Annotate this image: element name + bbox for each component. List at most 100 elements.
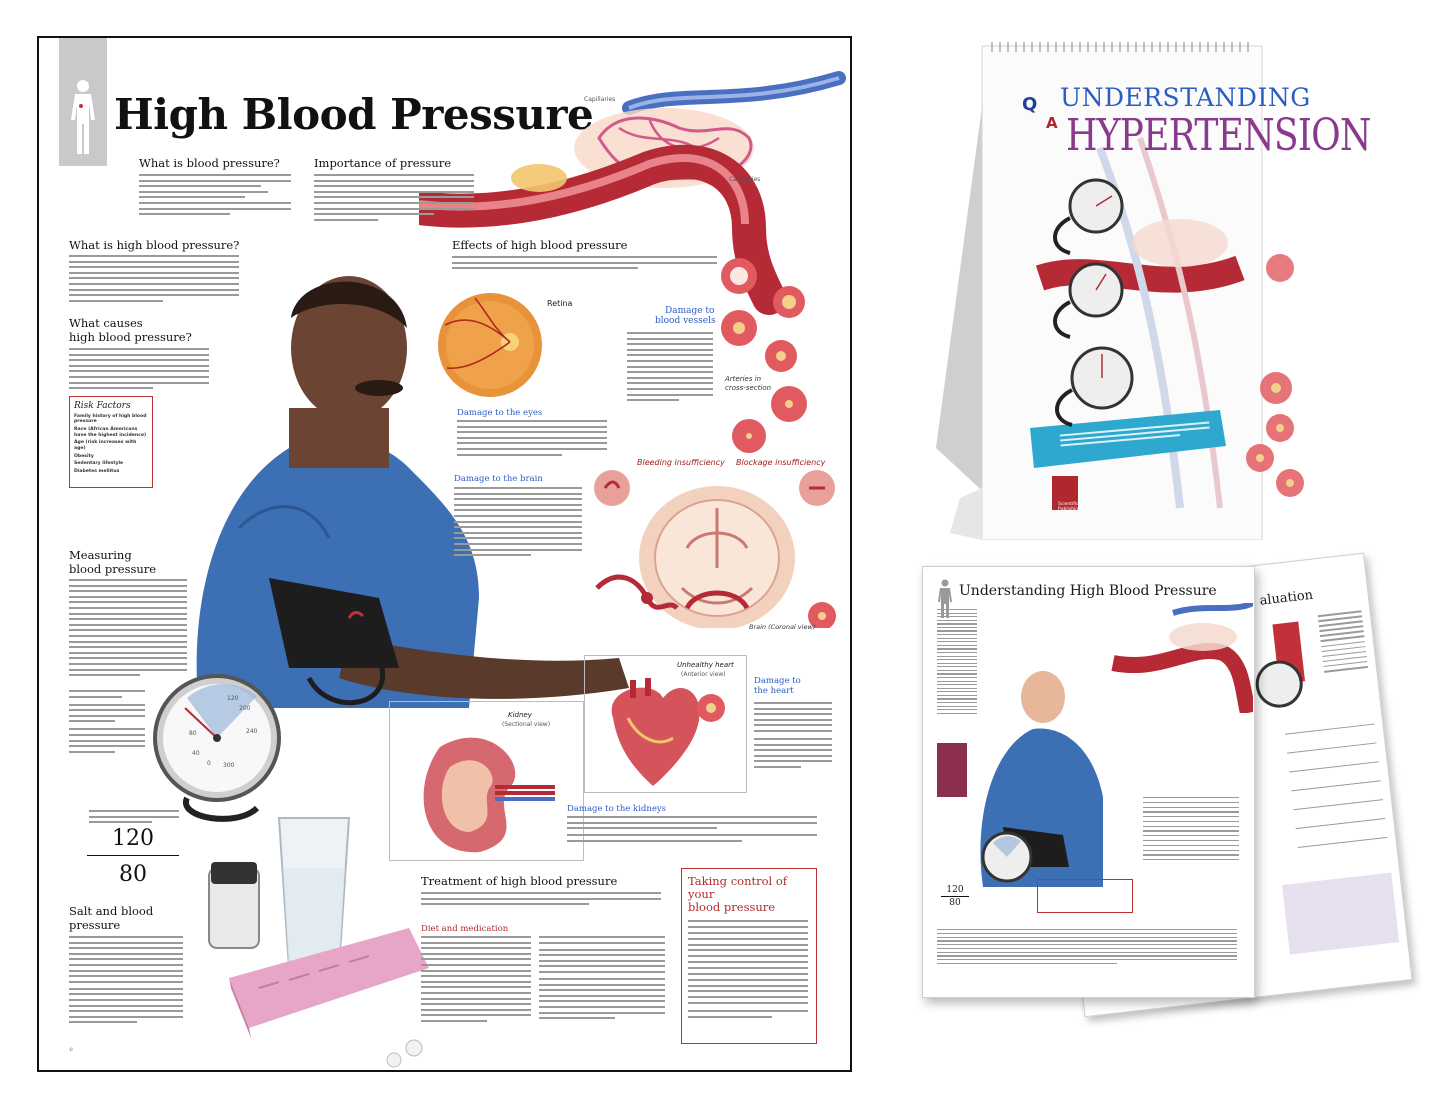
text-damage-brain	[454, 487, 582, 560]
flip-a-letter: A	[1046, 114, 1058, 132]
flip-q-letter: Q	[1022, 94, 1038, 115]
text-treatment	[421, 892, 661, 909]
flipchart-easel	[936, 42, 1304, 540]
brochure-front-title: Understanding High Blood Pressure	[959, 583, 1217, 599]
heading-damage-brain: Damage to the brain	[454, 474, 543, 484]
heading-what-causes-line2: high blood pressure?	[69, 330, 192, 344]
gauge-tick: 80	[189, 730, 197, 737]
heading-damage-heart-line2: the heart	[754, 686, 794, 696]
gauge-tick: 0	[207, 760, 211, 767]
risk-factor-item: Obesity	[74, 453, 94, 459]
label-heart-view: (Anterior view)	[681, 671, 726, 678]
taking-control-title-line2: blood pressure	[688, 900, 776, 914]
text-damage-heart	[754, 702, 832, 772]
label-kidney: Kidney	[508, 711, 532, 719]
label-capillaries-right: Capillaries	[729, 176, 761, 183]
risk-factor-item: Race (African Americans have the highest…	[74, 427, 147, 438]
poster-side-tab	[59, 38, 107, 166]
artery-cross-sections	[721, 258, 807, 453]
text-what-is-hbp	[69, 255, 239, 305]
gauge-tick: 200	[239, 705, 251, 712]
brochure-back-log-table	[1284, 723, 1389, 866]
heading-salt-line1: Salt and blood	[69, 904, 154, 918]
risk-factor-item: Family history of high blood pressure	[74, 414, 147, 425]
brochure-back-shaded-box	[1281, 872, 1400, 955]
brochure-back-side-text	[1317, 610, 1369, 676]
heading-salt-line2: pressure	[69, 918, 121, 932]
heading-measuring-line2: blood pressure	[69, 562, 157, 576]
heading-damage-vessels-line2: blood vessels	[655, 316, 716, 326]
bp-fraction-bar	[87, 855, 179, 856]
bp-diastolic: 80	[119, 862, 147, 887]
brochure-risk-box	[937, 743, 967, 797]
text-importance	[314, 174, 474, 224]
text-taking-control	[688, 920, 808, 1018]
taking-control-title-line1: Taking control of your	[688, 874, 788, 901]
label-capillaries-top: Capillaries	[584, 96, 616, 103]
risk-factor-item: Age (risk increases with age)	[74, 440, 137, 451]
text-what-is-bp	[139, 174, 291, 219]
publisher-logo	[1052, 476, 1078, 510]
brain-illustration	[594, 470, 836, 628]
poster-high-blood-pressure: High Blood Pressure Capillaries Capillar…	[37, 36, 852, 1072]
brochure-back-gauge	[1255, 621, 1306, 708]
brochure-left-column-text	[937, 609, 977, 716]
heading-damage-heart-line1: Damage to	[754, 676, 801, 686]
text-diet-right	[539, 936, 665, 1023]
salt-glass-pillbox-illustration	[208, 817, 429, 1068]
heart-illustration	[611, 678, 725, 786]
flip-title-understanding: UNDERSTANDING	[1060, 83, 1311, 112]
brochure-treatment-box	[1037, 879, 1133, 913]
brochure-body-icon	[938, 579, 952, 618]
text-measuring	[69, 579, 187, 680]
risk-factor-item: Diabetes mellitus	[74, 469, 120, 475]
brochure-front-sheet: Understanding High Blood Pressure 120 80	[922, 566, 1255, 998]
heart-panel: Unhealthy heart (Anterior view)	[584, 655, 747, 793]
flip-title-hypertension: HYPERTENSION	[1066, 110, 1372, 161]
gauge-tick: 300	[223, 762, 235, 769]
brochure-back-title: aluation	[1258, 587, 1314, 609]
heading-what-is-hbp: What is high blood pressure?	[69, 238, 240, 252]
heading-measuring-line1: Measuring	[69, 548, 132, 562]
text-what-causes	[69, 348, 209, 393]
retina-illustration	[438, 293, 542, 397]
brochure-back-sheet: aluation	[1036, 552, 1413, 1018]
heading-what-is-bp: What is blood pressure?	[139, 156, 280, 170]
heading-importance: Importance of pressure	[314, 156, 452, 170]
heading-damage-eyes: Damage to the eyes	[457, 408, 543, 418]
text-reading-caption	[89, 810, 179, 827]
label-blockage-insufficiency: Blockage insufficiency	[736, 458, 826, 467]
label-retina: Retina	[547, 299, 573, 308]
label-arteries-line2: cross-section	[725, 384, 772, 392]
patient-illustration	[196, 276, 629, 708]
kidney-illustration	[423, 737, 555, 853]
poster-title: High Blood Pressure	[114, 90, 594, 139]
heading-effects: Effects of high blood pressure	[452, 238, 628, 252]
heading-damage-vessels-line1: Damage to	[665, 306, 715, 316]
text-damage-eyes	[457, 420, 607, 459]
text-gauge-notes	[69, 690, 145, 756]
bp-systolic: 120	[112, 826, 154, 851]
artery-illustration	[419, 71, 846, 315]
gauge-tick: 120	[227, 695, 239, 702]
taking-control-box: Taking control of your blood pressure	[681, 868, 817, 1044]
brochure-bottom-text	[937, 929, 1237, 967]
brochure-gauge-illustration	[981, 831, 1033, 883]
label-brain: Brain (Coronal view)	[749, 623, 816, 631]
heading-damage-kidneys: Damage to the kidneys	[567, 804, 667, 814]
label-kidney-view: (Sectional view)	[502, 721, 551, 728]
copyright-note: ©	[69, 1048, 74, 1053]
kidney-panel: Kidney (Sectional view)	[389, 701, 584, 861]
heading-diet: Diet and medication	[421, 924, 509, 934]
pressure-gauge-illustration	[153, 674, 281, 822]
body-silhouette-icon	[71, 80, 95, 154]
label-bleeding-insufficiency: Bleeding insufficiency	[637, 458, 725, 467]
flipchart: Q A UNDERSTANDING HYPERTENSION	[920, 28, 1372, 540]
risk-factors-title: Risk Factors	[74, 401, 131, 411]
gauge-tick: 240	[246, 728, 258, 735]
risk-factor-item: Sedentary lifestyle	[74, 461, 124, 467]
text-effects	[452, 256, 717, 273]
gauge-tick: 40	[192, 750, 200, 757]
text-diet-left	[421, 936, 531, 1026]
label-heart: Unhealthy heart	[677, 661, 734, 669]
